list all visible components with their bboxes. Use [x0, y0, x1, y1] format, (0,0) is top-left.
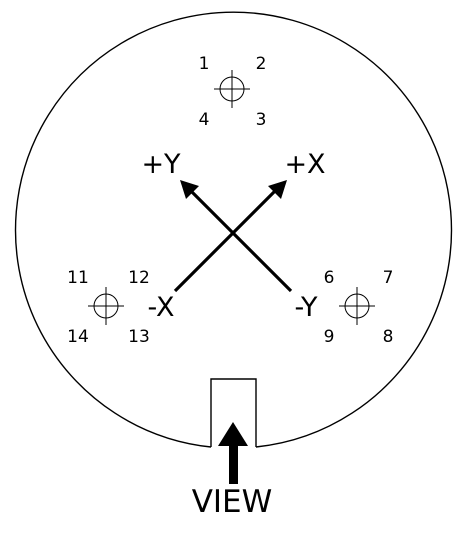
plus-x-label: +X [284, 149, 325, 180]
right-target-pin-6: 6 [324, 268, 335, 288]
right-target-pin-9: 9 [324, 327, 335, 347]
axis-cross [173, 187, 293, 293]
top-target-pin-2: 2 [256, 54, 267, 74]
minus-y-label: -Y [294, 292, 318, 323]
left-target-pin-11: 11 [67, 268, 89, 288]
left-target-pin-12: 12 [128, 268, 150, 288]
top-target-pin-1: 1 [199, 54, 210, 74]
right-target-pin-8: 8 [383, 327, 394, 347]
view-label: VIEW [192, 484, 273, 520]
view-arrow [218, 422, 248, 484]
top-target-pin-4: 4 [199, 110, 210, 130]
minus-x-label: -X [148, 292, 175, 323]
plus-y-arrow-shaft [187, 187, 293, 293]
top-target-crosshair-icon [214, 70, 250, 108]
left-target-pin-14: 14 [67, 327, 89, 347]
outer-circle-outline [14, 11, 453, 448]
right-target-pin-7: 7 [383, 268, 394, 288]
plus-y-arrowhead [180, 180, 199, 199]
left-target-pin-13: 13 [128, 327, 150, 347]
plus-y-label: +Y [141, 149, 181, 180]
plus-x-arrow-shaft [173, 187, 279, 293]
right-target-crosshair-icon [339, 287, 375, 325]
left-target-crosshair-icon [88, 287, 124, 325]
plus-x-arrowhead [268, 180, 287, 199]
top-target-pin-3: 3 [256, 110, 267, 130]
keyway-notch [210, 378, 257, 447]
